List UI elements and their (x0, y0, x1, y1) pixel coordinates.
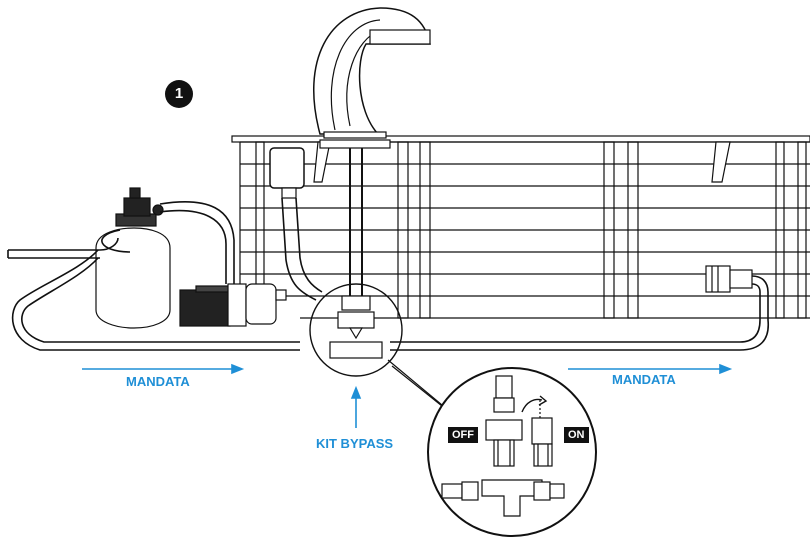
flow-arrow-right (568, 363, 733, 375)
inlet-nozzle-icon (705, 265, 753, 293)
bypass-kit-callout (309, 283, 453, 415)
flow-label-left: MANDATA (126, 374, 190, 389)
valve-off-tag: OFF (448, 427, 478, 443)
flow-arrow-bypass (350, 385, 362, 428)
heater-icon (269, 147, 305, 199)
step-badge: 1 (165, 80, 193, 108)
bypass-valve-icon (427, 367, 597, 537)
flow-label-right: MANDATA (612, 372, 676, 387)
bypass-kit-label: KIT BYPASS (316, 436, 394, 451)
sand-filter-icon (95, 187, 171, 329)
waterfall-nozzle-icon (312, 7, 431, 300)
hoses (7, 197, 769, 351)
valve-on-tag: ON (564, 427, 589, 443)
pump-icon (179, 283, 287, 327)
rotate-arrow-icon (521, 395, 548, 420)
flow-arrow-left (82, 363, 245, 375)
